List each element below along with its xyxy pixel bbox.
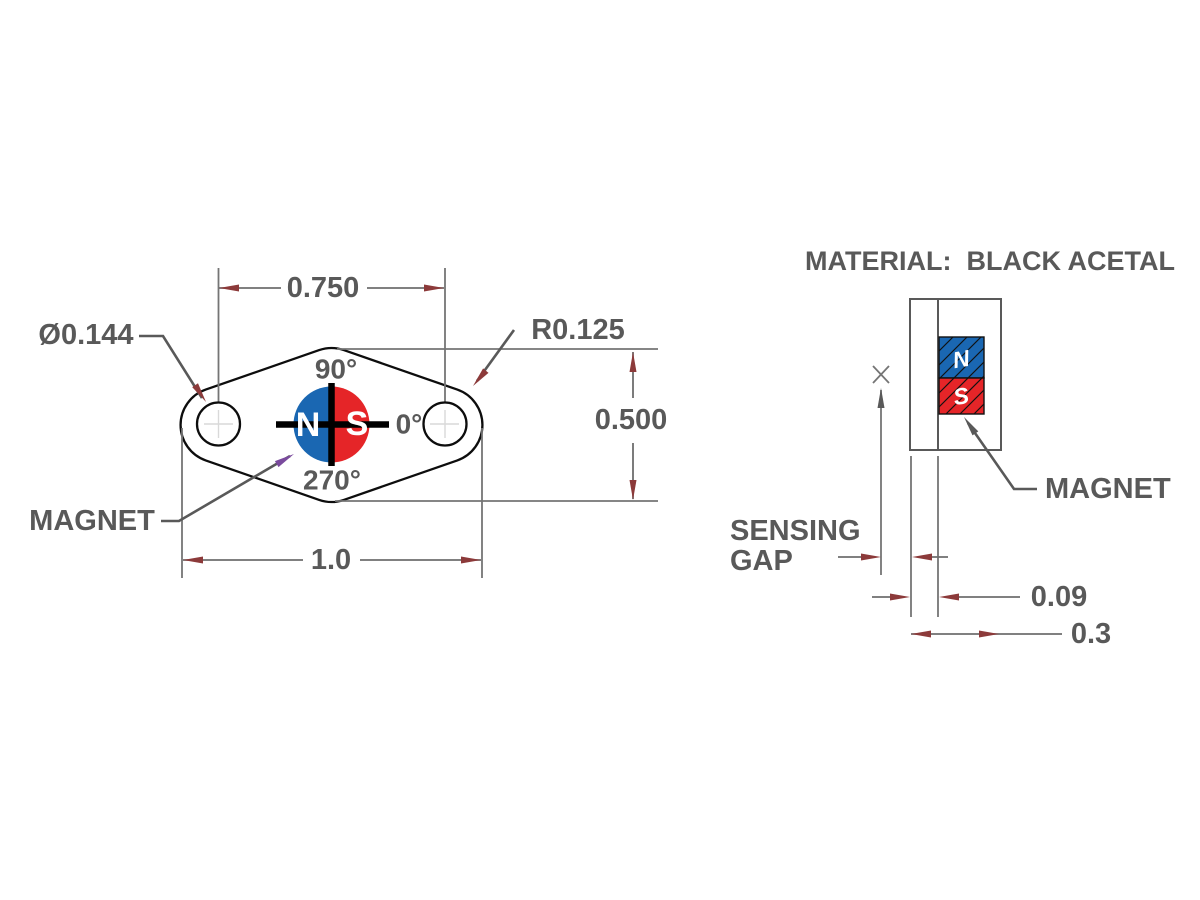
angle-90-label: 90° xyxy=(315,354,357,385)
dim-overall-thickness: 0.3 xyxy=(911,618,1111,650)
arrow-down xyxy=(629,480,637,500)
arrow-left xyxy=(183,556,203,564)
magnet-hatching xyxy=(938,336,985,415)
arrow-up xyxy=(877,388,885,408)
x-mark-stroke xyxy=(872,365,890,384)
magnet-front: N S xyxy=(276,383,389,466)
angle-270-label: 270° xyxy=(303,465,361,496)
sensing-gap-label-2: GAP xyxy=(730,545,793,577)
leader-arrow-purple xyxy=(274,454,294,468)
material-title: MATERIAL: BLACK ACETAL xyxy=(805,246,1175,276)
leader-arrow xyxy=(192,383,206,402)
callout-corner-radius: R0.125 xyxy=(473,314,625,386)
dim-wall-thickness-text: 0.09 xyxy=(1031,581,1087,613)
dim-height: 0.500 xyxy=(595,352,668,500)
pole-south-label: S xyxy=(346,405,369,443)
callout-hole-diameter: Ø0.144 xyxy=(38,319,206,402)
arrow-left xyxy=(911,630,931,638)
dim-wall-thickness: 0.09 xyxy=(872,581,1087,613)
arrow-right xyxy=(424,284,444,292)
dim-hole-diameter-text: Ø0.144 xyxy=(38,319,133,351)
magnet-side: N S xyxy=(938,336,985,415)
sensor-plane-marker xyxy=(872,365,890,575)
pole-north-side-label: N xyxy=(951,345,972,374)
side-view: MATERIAL: BLACK ACETAL N S xyxy=(730,246,1175,650)
dim-overall-thickness-text: 0.3 xyxy=(1071,618,1111,650)
dim-height-text: 0.500 xyxy=(595,404,668,436)
arrow-left xyxy=(912,553,932,561)
sensing-gap-label-1: SENSING xyxy=(730,515,861,547)
arrow-right xyxy=(890,593,910,601)
leader-arrow xyxy=(964,417,979,436)
leader-line xyxy=(966,422,1037,491)
leader-line xyxy=(161,454,291,523)
dim-corner-radius-text: R0.125 xyxy=(531,314,625,346)
front-view: 0.750 1.0 0.500 xyxy=(29,268,667,578)
pole-south-side-label: S xyxy=(951,382,971,410)
leader-line xyxy=(139,334,204,399)
dim-hole-spacing-text: 0.750 xyxy=(287,272,360,304)
magnet-label-front: MAGNET xyxy=(29,505,155,537)
angle-0-label: 0° xyxy=(396,409,423,440)
dim-overall-width-text: 1.0 xyxy=(311,544,351,576)
dim-hole-spacing: 0.750 xyxy=(219,272,444,304)
holder-body-outline xyxy=(909,298,1002,451)
arrow-right xyxy=(461,556,481,564)
dim-sensing-gap: SENSING GAP xyxy=(730,515,948,577)
dim-overall-width: 1.0 xyxy=(183,544,481,576)
arrow-left xyxy=(939,593,959,601)
arrow-right xyxy=(979,630,999,638)
magnet-label-side: MAGNET xyxy=(1045,473,1171,505)
arrow-left xyxy=(219,284,239,292)
right-hole-centermark xyxy=(430,410,459,438)
left-hole-centermark xyxy=(204,410,233,438)
arrow-up xyxy=(629,352,637,372)
pole-north-label: N xyxy=(296,406,321,444)
arrow-right xyxy=(861,553,881,561)
callout-magnet-side: MAGNET xyxy=(964,417,1171,505)
callout-magnet-front: MAGNET xyxy=(29,454,294,537)
leader-arrow xyxy=(473,368,489,386)
